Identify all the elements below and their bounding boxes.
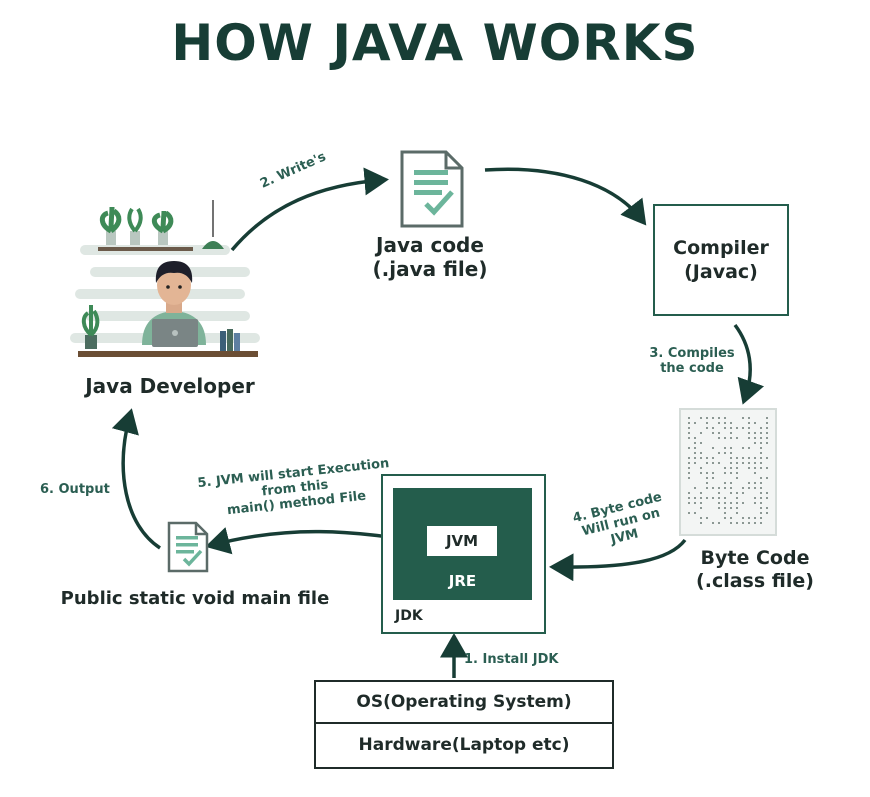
step-3-line1: 3. Compiles — [649, 346, 735, 361]
step-3-line2: the code — [660, 361, 724, 376]
compiler-subtitle: (Javac) — [684, 261, 758, 283]
step-6-label: 6. Output — [40, 482, 110, 497]
step-3-label: 3. Compiles the code — [642, 346, 742, 376]
arrow-main-to-dev — [111, 408, 161, 550]
laptop-icon — [152, 319, 198, 347]
byte-code-title: Byte Code — [700, 547, 810, 569]
lamp-icon — [202, 200, 224, 249]
arrow-bytecode-to-jdk — [549, 538, 687, 582]
arrow-code-to-compiler — [484, 167, 647, 226]
os-label: OS(Operating System) — [356, 692, 572, 712]
bytecode-file-icon — [679, 408, 777, 536]
jvm-box: JVM — [427, 526, 497, 556]
arrow-compiler-to-bytecode — [733, 323, 765, 405]
arrow-dev-to-code — [230, 167, 389, 252]
developer-illustration — [70, 200, 260, 357]
byte-code-label: Byte Code (.class file) — [680, 547, 830, 593]
plant-icon — [127, 207, 143, 245]
jre-box: JVM JRE — [393, 488, 532, 600]
books-icon — [220, 329, 240, 351]
java-code-title: Java code — [376, 233, 484, 257]
java-code-label: Java code (.java file) — [340, 233, 520, 281]
plant-icon — [99, 206, 122, 245]
jvm-label: JVM — [445, 532, 479, 550]
plant-icon — [151, 210, 174, 245]
hardware-label: Hardware(Laptop etc) — [358, 735, 570, 755]
java-developer-label: Java Developer — [85, 374, 255, 398]
diagram-title: HOW JAVA WORKS — [171, 14, 699, 72]
plant-icon — [81, 305, 100, 349]
os-layer: OS(Operating System) — [316, 682, 612, 724]
main-file-label: Public static void main file — [60, 588, 330, 609]
main-file-icon — [167, 521, 209, 573]
jre-label: JRE — [448, 572, 477, 590]
java-file-icon — [400, 150, 464, 228]
byte-code-subtitle: (.class file) — [696, 570, 814, 592]
jdk-label: JDK — [395, 608, 423, 624]
hardware-layer: Hardware(Laptop etc) — [316, 724, 612, 766]
jdk-box: JVM JRE JDK — [381, 474, 546, 634]
java-code-subtitle: (.java file) — [372, 257, 488, 281]
compiler-box: Compiler (Javac) — [653, 204, 789, 316]
compiler-title: Compiler — [673, 237, 769, 259]
step-1-label: 1. Install JDK — [464, 652, 559, 667]
platform-stack: OS(Operating System) Hardware(Laptop etc… — [314, 680, 614, 769]
